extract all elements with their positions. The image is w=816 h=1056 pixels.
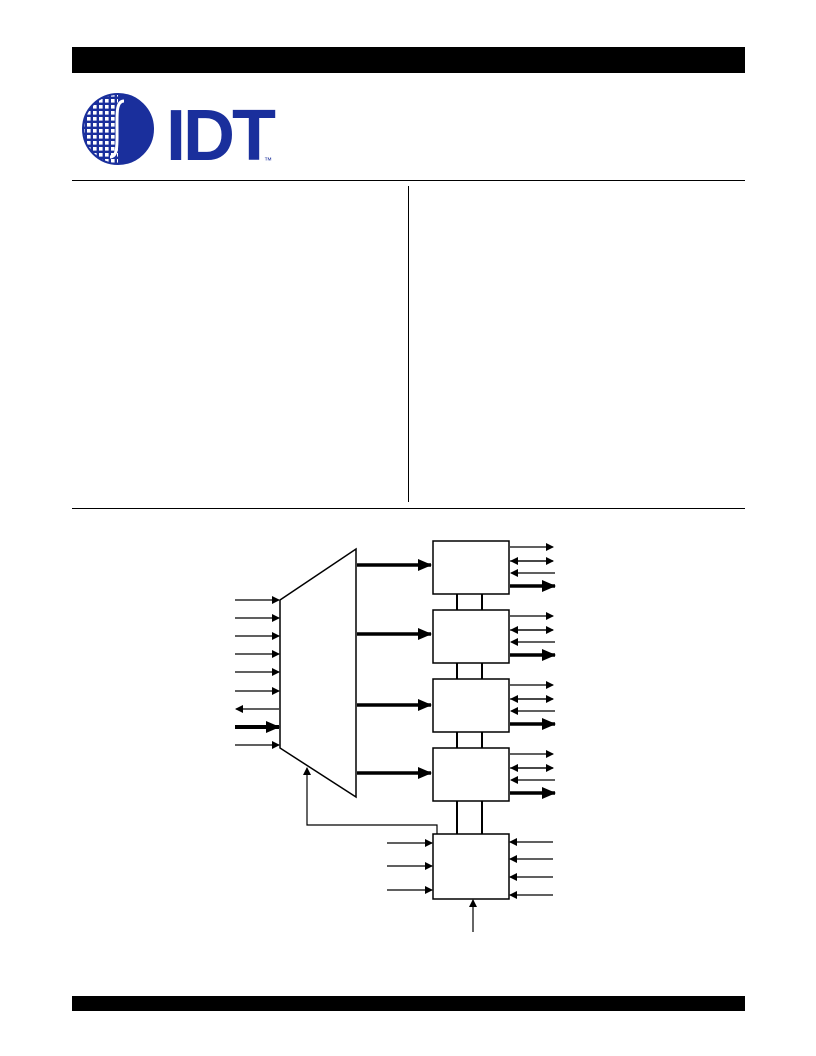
mux-input-arrows: [235, 596, 280, 749]
channel-blocks: [432, 540, 510, 900]
channel-output-arrows: [510, 543, 556, 799]
idt-globe-logo-icon: [82, 93, 154, 165]
header-rule: [72, 180, 745, 181]
column-divider: [408, 186, 409, 502]
section-rule: [72, 508, 745, 509]
logo-trademark: ™: [264, 156, 272, 165]
footer-bar: [72, 996, 745, 1011]
header-bar: [72, 47, 745, 73]
control-block-inputs: [387, 838, 553, 932]
mux-output-buses: [357, 559, 432, 779]
control-feedback-path: [303, 767, 438, 834]
idt-logo: IDT ™: [82, 93, 279, 166]
inter-block-links: [456, 594, 483, 834]
multiplexer-block: [279, 547, 357, 799]
logo-wordmark: IDT: [166, 96, 276, 166]
block-diagram: [235, 540, 556, 932]
